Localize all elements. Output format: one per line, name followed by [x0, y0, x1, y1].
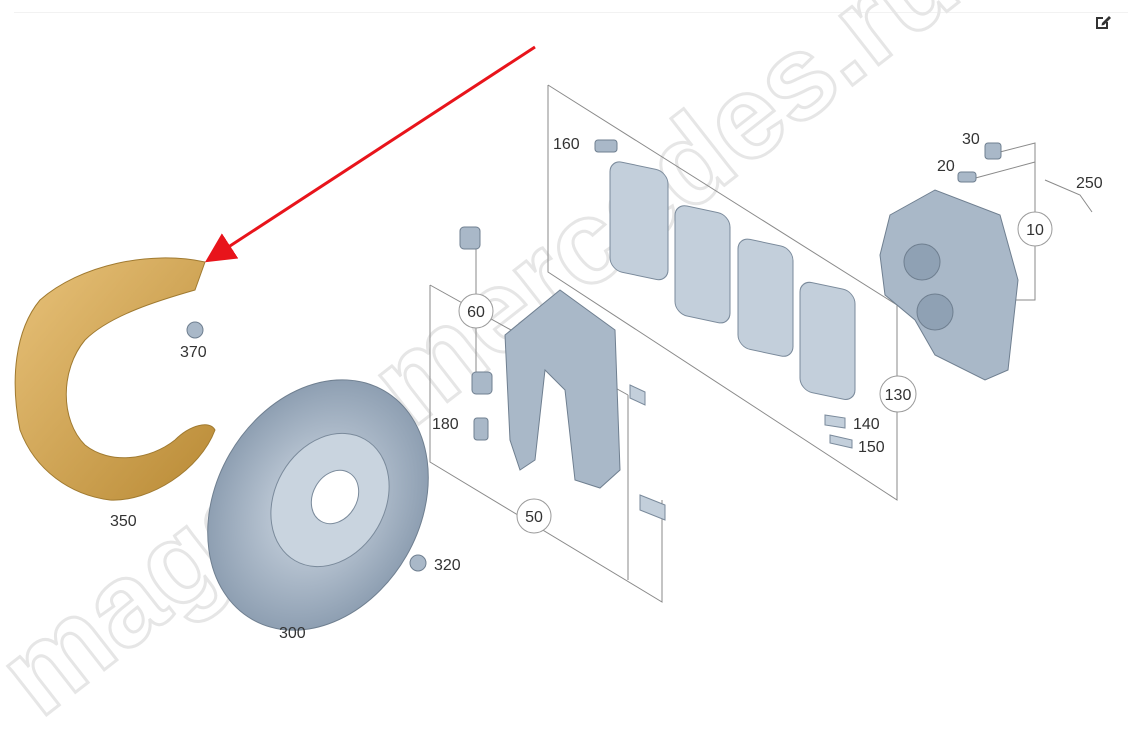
- caliper-10[interactable]: [879, 189, 1019, 381]
- callout-50[interactable]: 50: [525, 509, 543, 526]
- clip-140[interactable]: [824, 414, 846, 429]
- callout-circle-10: [1017, 211, 1053, 247]
- callout-150[interactable]: 150: [858, 439, 885, 456]
- callout-350[interactable]: 350: [110, 513, 137, 530]
- callout-300[interactable]: 300: [279, 625, 306, 642]
- bolt-60-bottom[interactable]: [471, 371, 493, 395]
- bleeder-20[interactable]: [957, 171, 977, 183]
- callout-10[interactable]: 10: [1026, 222, 1044, 239]
- callout-circle-60: [458, 293, 494, 329]
- clip-150[interactable]: [829, 434, 853, 449]
- spring-clip[interactable]: [629, 384, 646, 406]
- edit-icon[interactable]: [1093, 12, 1113, 32]
- bolt-370[interactable]: [186, 321, 204, 339]
- bolt-160[interactable]: [594, 139, 618, 153]
- callout-320[interactable]: 320: [434, 557, 461, 574]
- callout-370[interactable]: 370: [180, 344, 207, 361]
- brake-pads-130[interactable]: [609, 160, 856, 402]
- spring-clip[interactable]: [639, 494, 666, 521]
- callout-30[interactable]: 30: [962, 131, 980, 148]
- callout-180[interactable]: 180: [432, 416, 459, 433]
- caliper-carrier-50[interactable]: [504, 289, 621, 489]
- bolt-320[interactable]: [409, 554, 427, 572]
- splash-shield-350[interactable]: [14, 257, 216, 501]
- red-arrow: [204, 45, 536, 263]
- bolt-60-top[interactable]: [459, 226, 481, 250]
- sensor-250[interactable]: [1044, 179, 1093, 213]
- bolt-180[interactable]: [473, 417, 489, 441]
- callout-130[interactable]: 130: [885, 387, 912, 404]
- callout-60[interactable]: 60: [467, 304, 485, 321]
- callout-160[interactable]: 160: [553, 136, 580, 153]
- callout-circle-130: [879, 375, 917, 413]
- brake-disc-300[interactable]: [164, 340, 473, 671]
- callout-20[interactable]: 20: [937, 158, 955, 175]
- callout-circle-50: [516, 498, 552, 534]
- callout-140[interactable]: 140: [853, 416, 880, 433]
- cap-30[interactable]: [984, 142, 1002, 160]
- callout-250[interactable]: 250: [1076, 175, 1103, 192]
- top-divider: [14, 12, 1128, 13]
